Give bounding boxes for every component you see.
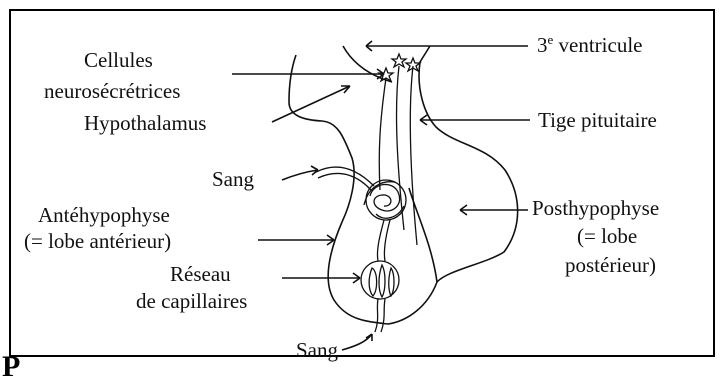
ventricle-label: 3e ventricule: [537, 32, 643, 57]
primary-capillary-plexus: [364, 180, 406, 220]
portal-vein: [377, 220, 384, 261]
third-ventricle-outline: [343, 46, 392, 82]
cells-label-line1: Cellules: [84, 48, 153, 72]
secondary-capillary-network: [361, 261, 399, 299]
cells-pointer: [232, 69, 384, 79]
anterior-label-line1: Antéhypophyse: [38, 203, 170, 227]
anterior-pointer: [258, 235, 334, 245]
stalk-pointer: [420, 115, 530, 125]
blood-bottom-pointer: [342, 334, 372, 350]
hypothalamus-pointer: [272, 86, 350, 122]
posterior-label-line2: (= lobe: [577, 224, 637, 248]
cells-label-line2: neurosécrétrices: [44, 79, 180, 103]
blood-top-label: Sang: [212, 167, 255, 191]
pituitary-outline: [328, 46, 518, 324]
blood-bottom-label: Sang: [296, 338, 339, 362]
capillary-label-line2: de capillaires: [136, 289, 247, 313]
blood-vessel-in: [316, 167, 374, 186]
blood-top-pointer: [282, 166, 318, 180]
axon-1: [379, 78, 386, 190]
axon-3: [410, 66, 417, 245]
stalk-label: Tige pituitaire: [538, 108, 657, 132]
capillary-pointer: [282, 273, 360, 283]
blood-vessel-out: [375, 299, 378, 332]
neurosecretory-cell-icon: [392, 54, 406, 67]
ventricle-pointer: [366, 41, 528, 51]
blood-vessel-out: [381, 299, 385, 332]
posterior-label-line1: Posthypophyse: [532, 196, 659, 220]
hypothalamus-label: Hypothalamus: [84, 111, 206, 135]
posterior-label-line3: postérieur): [565, 253, 656, 277]
capillary-label-line1: Réseau: [170, 262, 231, 286]
anterior-label-line2: (= lobe antérieur): [24, 229, 171, 253]
portal-vein: [384, 220, 390, 261]
hypothalamus-outline: [289, 55, 354, 222]
